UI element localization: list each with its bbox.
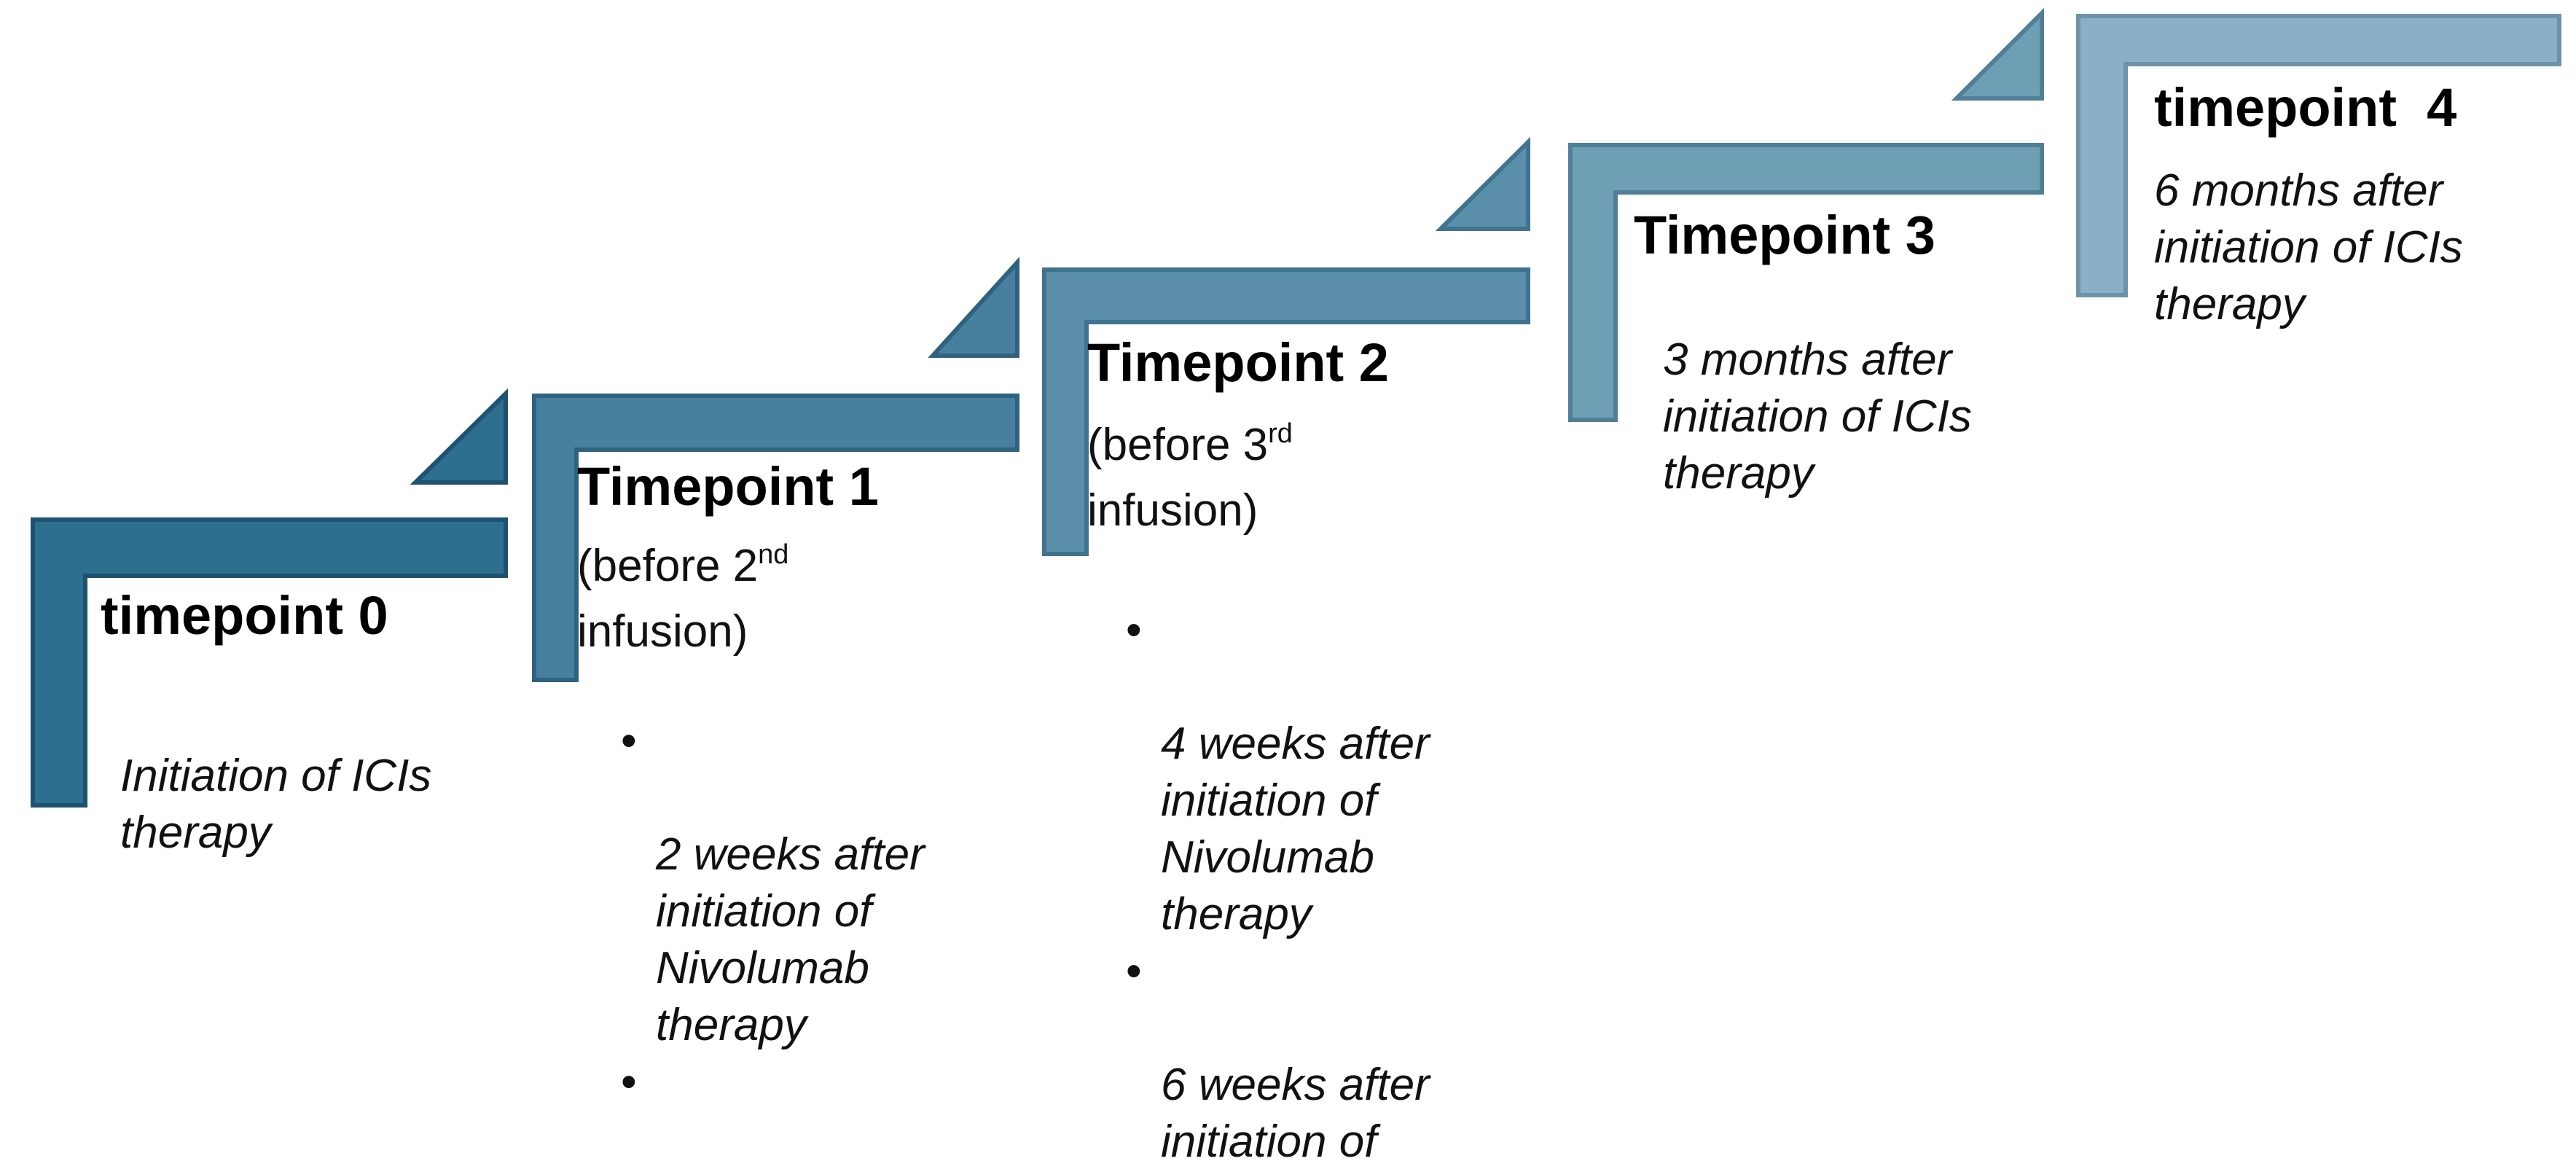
step-2-l-shape <box>1042 267 1530 556</box>
bullet-icon: • <box>621 716 637 766</box>
bullet-icon: • <box>621 1057 637 1107</box>
bullet-text: 4 weeks after initiation of Nivolumab th… <box>1161 719 1430 939</box>
bullet-text: 6 weeks after initiation of Pembrolizuma… <box>1161 1060 1430 1167</box>
timepoint-3-description: 3 months after initiation of ICIs therap… <box>1663 335 1972 499</box>
timepoint-2-title: Timepoint 2 <box>1087 332 1389 393</box>
step-3-triangle-icon <box>1951 7 2044 101</box>
list-item: • 2 weeks after initiation of Nivolumab … <box>621 713 1073 1054</box>
step-4-l-shape <box>2076 14 2561 297</box>
timepoint-1-bullet-list: • 2 weeks after initiation of Nivolumab … <box>621 713 1073 1169</box>
timepoint-2-bullet-list: • 4 weeks after initiation of Nivolumab … <box>1126 602 1592 1169</box>
list-item: • 3 weeks after initiation of Pembrolizu… <box>621 1054 1073 1169</box>
timepoint-2-subtitle-text: (before 3 <box>1087 420 1269 470</box>
step-3-l-shape <box>1568 143 2044 422</box>
step-0-l-shape <box>31 517 508 808</box>
timepoint-2-subtitle: (before 3rd infusion) <box>1087 415 1293 541</box>
timepoint-1-ordinal-suffix: nd <box>758 539 789 570</box>
timepoint-3-title: Timepoint 3 <box>1634 205 1935 265</box>
step-0-triangle-icon <box>410 388 508 485</box>
step-1-l-shape <box>532 394 1019 682</box>
timepoint-4-description: 6 months after initiation of ICIs therap… <box>2154 165 2463 329</box>
list-item: • 4 weeks after initiation of Nivolumab … <box>1126 602 1592 943</box>
bullet-icon: • <box>1126 946 1142 996</box>
timepoint-4-title: timepoint 4 <box>2154 77 2457 138</box>
timepoint-2-subtitle-line2: infusion) <box>1087 485 1258 536</box>
timepoint-2-ordinal-suffix: rd <box>1268 418 1293 449</box>
timepoint-0-title: timepoint 0 <box>101 585 388 646</box>
step-2-triangle-icon <box>1435 136 1530 231</box>
timepoint-1-subtitle: (before 2nd infusion) <box>577 536 788 662</box>
bullet-icon: • <box>1126 605 1142 655</box>
list-item: • 6 weeks after initiation of Pembrolizu… <box>1126 943 1592 1169</box>
step-1-triangle-icon <box>928 257 1019 358</box>
timepoint-1-subtitle-text: (before 2 <box>577 541 759 591</box>
timepoint-0-description: Initiation of ICIs therapy <box>120 751 432 858</box>
bullet-text: 2 weeks after initiation of Nivolumab th… <box>656 829 925 1050</box>
timepoint-1-subtitle-line2: infusion) <box>577 606 748 657</box>
timepoint-1-title: Timepoint 1 <box>577 456 879 517</box>
